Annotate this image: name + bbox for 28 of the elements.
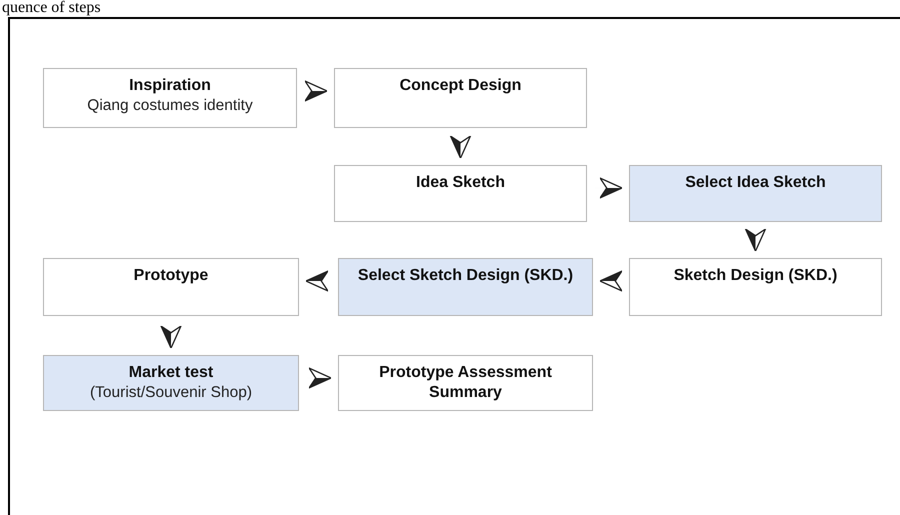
- step-title: Inspiration: [128, 76, 212, 96]
- process-box: [43, 68, 297, 128]
- process-box: [334, 68, 587, 128]
- step-title: Select Idea Sketch: [684, 173, 827, 193]
- step-title: Sketch Design (SKD.): [672, 266, 838, 286]
- process-box: [629, 258, 882, 316]
- step-title: Prototype: [132, 266, 210, 286]
- arrow: [305, 270, 330, 292]
- arrow: [304, 80, 328, 102]
- process-box: [338, 355, 593, 411]
- step-title: Select Sketch Design (SKD.): [356, 266, 574, 286]
- step-title: Concept Design: [398, 76, 522, 96]
- step-title: Market test: [128, 363, 214, 383]
- step-description: (Tourist/Souvenir Shop): [89, 383, 253, 403]
- process-box: [334, 165, 587, 222]
- step-title: Prototype Assessment Summary: [378, 363, 553, 403]
- process-box: [338, 258, 593, 316]
- arrow: [307, 367, 332, 389]
- step-description: Qiang costumes identity: [86, 96, 254, 116]
- heading-text: quence of steps: [2, 0, 101, 16]
- process-box: [629, 165, 882, 222]
- arrow: [160, 324, 182, 349]
- process-box: [43, 258, 299, 316]
- arrow: [744, 228, 766, 252]
- arrow: [450, 135, 472, 159]
- arrow: [599, 270, 623, 292]
- process-box: [43, 355, 299, 411]
- step-title: Idea Sketch: [415, 173, 506, 193]
